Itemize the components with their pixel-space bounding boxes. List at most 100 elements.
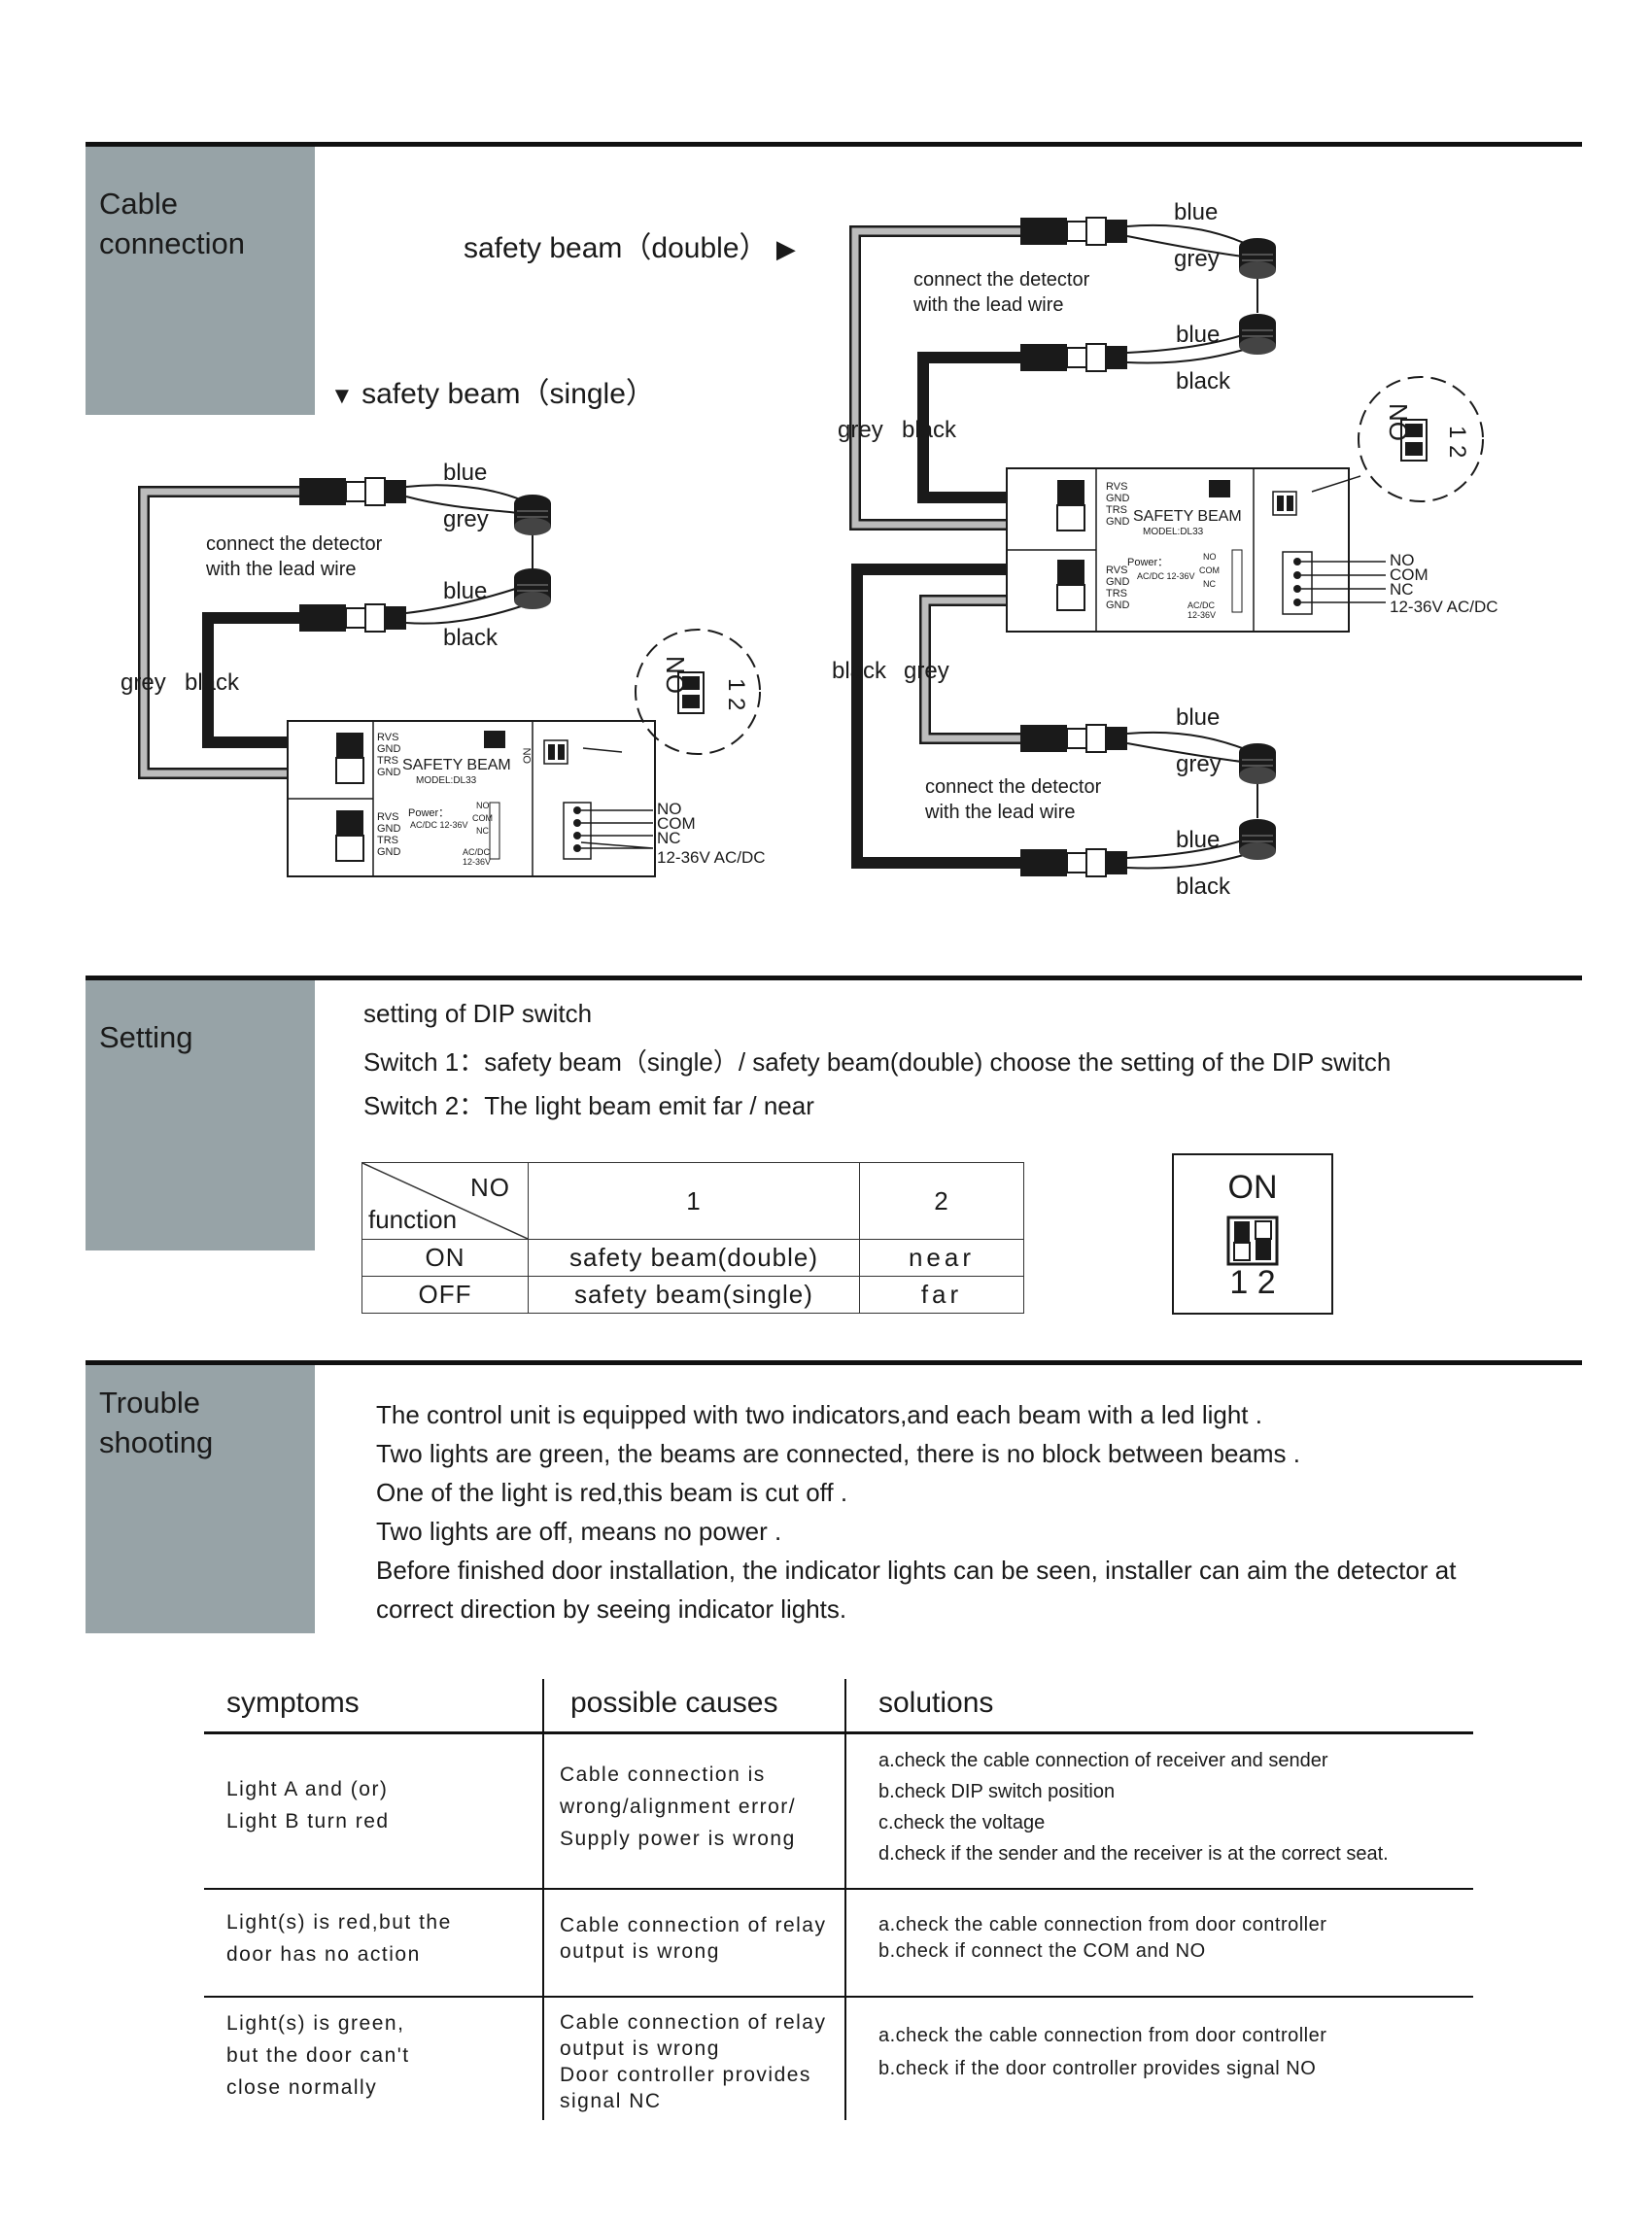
svg-text:grey: grey (904, 658, 949, 684)
section-rule-trouble (86, 1360, 1582, 1365)
sensor-icon (1238, 818, 1277, 861)
table-row-2-cause: Cable connection of relay output is wron… (560, 1914, 827, 1963)
double-beam-diagram: ON 1 2 (849, 217, 1484, 877)
panel-title: SAFETY BEAM (1133, 508, 1242, 525)
svg-text:1 2: 1 2 (723, 678, 749, 710)
section-rule-setting (86, 976, 1582, 980)
connector-icon (1019, 724, 1128, 753)
single-beam-diagram: ON ON 1 2 (138, 477, 761, 877)
header-solutions: solutions (878, 1687, 994, 1719)
svg-text:NC: NC (1390, 580, 1414, 599)
svg-text:grey: grey (1174, 246, 1220, 272)
svg-text:NO: NO (657, 800, 682, 818)
svg-text:AC/DC 12-36V: AC/DC 12-36V (410, 820, 468, 830)
table-row-1-cause: Cable connection is wrong/alignment erro… (560, 1764, 797, 1850)
table-row-1-symptom: Light A and (or) Light B turn red (226, 1778, 390, 1832)
svg-text:ON: ON (522, 747, 533, 764)
sensor-icon (1238, 313, 1277, 356)
label-blue: blue (443, 460, 487, 486)
svg-text:NC: NC (657, 829, 681, 847)
double-heading: safety beam（double） ▶ (464, 232, 796, 264)
supply-label: 12-36V AC/DC (1390, 598, 1498, 616)
dip-table-header: NO function 1 2 (361, 1162, 1024, 1240)
svg-text:NO: NO (1203, 552, 1217, 562)
dip-col-1: 1 (528, 1162, 860, 1240)
svg-text:COM: COM (1390, 565, 1428, 584)
connect-note-line1: connect the detector (206, 533, 383, 555)
setting-line1: setting of DIP switch (363, 999, 593, 1028)
svg-text:AC/DC 12-36V: AC/DC 12-36V (1137, 571, 1195, 581)
svg-text:blue: blue (1176, 827, 1220, 853)
setting-line2: Switch 1：safety beam（single）/ safety bea… (363, 1047, 1392, 1077)
svg-text:black: black (1176, 873, 1231, 900)
table-col-rule (844, 1679, 846, 2120)
sidebar-cable-connection: Cable connection (86, 147, 315, 415)
svg-text:RVS: RVS (1106, 565, 1127, 576)
section-rule-cable (86, 142, 1582, 147)
svg-text:COM: COM (657, 814, 696, 833)
svg-text:GND: GND (377, 846, 401, 858)
label-blue: blue (443, 578, 487, 604)
connector-icon (1019, 848, 1128, 877)
svg-text:grey: grey (1176, 751, 1222, 777)
connect-note-line1: connect the detector (913, 269, 1090, 291)
svg-text:black: black (902, 417, 957, 443)
sidebar-setting: Setting (86, 980, 315, 1250)
single-heading: ▼ safety beam（single） (330, 378, 655, 410)
svg-text:GND: GND (1106, 599, 1130, 611)
svg-text:ON: ON (1384, 403, 1413, 441)
svg-text:NC: NC (476, 826, 489, 836)
label-grey: grey (120, 669, 166, 696)
svg-text:TRS: TRS (377, 755, 398, 767)
svg-text:GND: GND (377, 743, 401, 755)
svg-text:NO: NO (1390, 551, 1415, 569)
svg-text:MODEL:DL33: MODEL:DL33 (1143, 527, 1204, 537)
svg-text:blue: blue (1176, 322, 1220, 348)
table-col-rule (542, 1679, 544, 2120)
sensor-icon (513, 494, 552, 536)
section-title-trouble: Trouble shooting (99, 1386, 214, 1459)
connect-note-line1: connect the detector (925, 776, 1102, 798)
header-causes: possible causes (570, 1687, 778, 1719)
svg-text:1 2: 1 2 (1444, 426, 1470, 458)
dip-table-corner: NO function (361, 1162, 529, 1240)
sensor-icon (1238, 237, 1277, 280)
label-black: black (185, 669, 240, 696)
label-black: black (443, 625, 499, 651)
connect-note-line2: with the lead wire (912, 294, 1064, 316)
svg-text:TRS: TRS (1106, 588, 1127, 599)
wiring-diagram: ON ON 1 2 (120, 199, 1498, 900)
svg-text:blue: blue (1176, 704, 1220, 731)
svg-text:12-36V: 12-36V (463, 857, 491, 867)
connector-icon (298, 477, 407, 506)
svg-text:TRS: TRS (377, 835, 398, 846)
table-row-1-solution: a.check the cable connection of receiver… (878, 1750, 1389, 1865)
dip-row-off: OFF safety beam(single) far (361, 1276, 1024, 1314)
connector-icon (1019, 343, 1128, 372)
svg-text:AC/DC: AC/DC (463, 847, 491, 857)
connect-note-line2: with the lead wire (205, 559, 357, 580)
trouble-paragraph: The control unit is equipped with two in… (376, 1400, 1457, 1624)
svg-text:AC/DC: AC/DC (1187, 600, 1216, 610)
connector-icon (1019, 217, 1128, 246)
table-row-2-solution: a.check the cable connection from door c… (878, 1914, 1327, 1962)
dip-table: NO function 1 2 ON safety beam(double) n… (361, 1162, 1024, 1314)
dip-col-2: 2 (859, 1162, 1024, 1240)
sensor-icon (513, 567, 552, 610)
svg-text:RVS: RVS (1106, 481, 1127, 493)
svg-text:NC: NC (1203, 579, 1216, 589)
table-row-3-solution: a.check the cable connection from door c… (878, 2025, 1327, 2079)
svg-text:black: black (832, 658, 887, 684)
svg-text:MODEL:DL33: MODEL:DL33 (416, 775, 477, 786)
dip-row-on: ON safety beam(double) near (361, 1239, 1024, 1277)
header-symptoms: symptoms (226, 1687, 360, 1719)
svg-text:GND: GND (1106, 516, 1130, 528)
table-row-rule (204, 1888, 1473, 1890)
svg-text:grey: grey (838, 417, 883, 443)
setting-line3: Switch 2：The light beam emit far / near (363, 1091, 814, 1120)
connect-note-line2: with the lead wire (924, 802, 1076, 823)
svg-text:GND: GND (377, 823, 401, 835)
svg-text:COM: COM (1199, 565, 1220, 575)
triangle-right-icon: ▶ (775, 234, 796, 263)
svg-text:NO: NO (476, 801, 490, 810)
